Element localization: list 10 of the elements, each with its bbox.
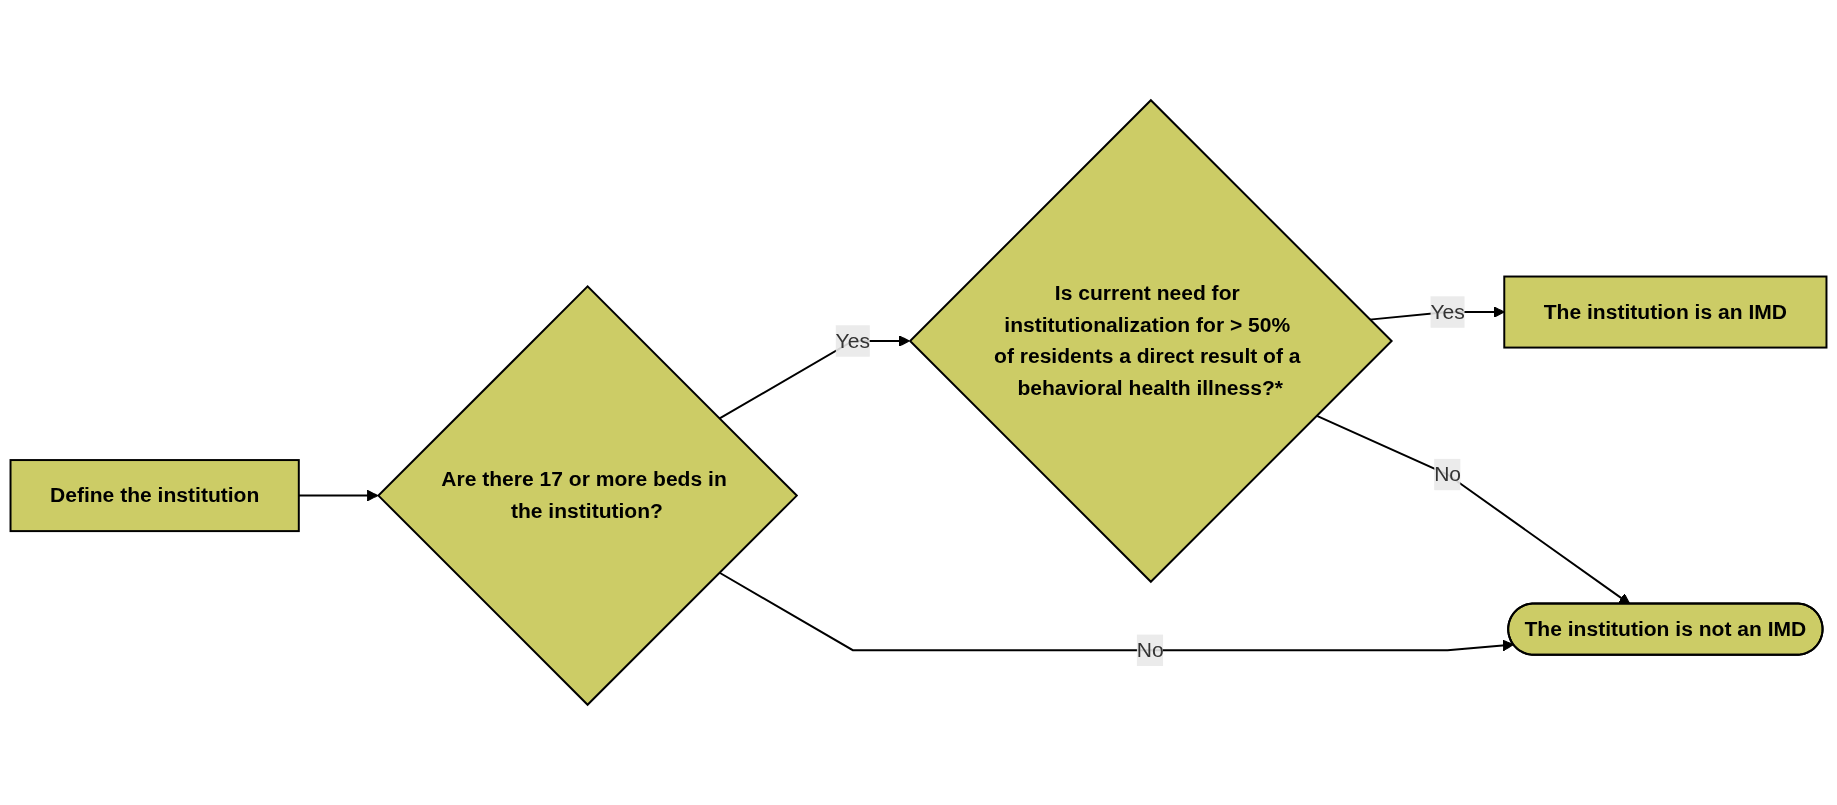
edge-label: No — [1136, 638, 1164, 661]
node-box: Define the institution — [9, 459, 300, 533]
edge-label: Yes — [835, 329, 870, 352]
node-diamond: Is current need for institutionalization for > 50% of residents a direct result of a behavioral health illness?* — [908, 98, 1394, 584]
edge-label: No — [1434, 462, 1462, 486]
node-box: The institution is an IMD — [1503, 275, 1828, 349]
edge-label: Yes — [1430, 300, 1465, 323]
node-diamond: Are there 17 or more beds in the institution? — [377, 285, 799, 707]
arrow — [1315, 414, 1631, 605]
arrow — [718, 571, 1515, 652]
